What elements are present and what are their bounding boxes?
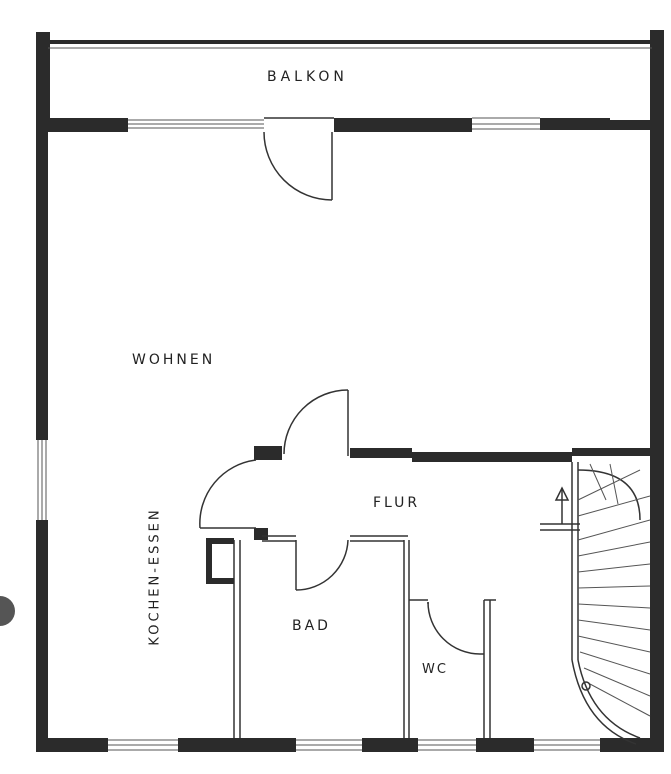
room-label-bad: BAD [292,618,331,634]
room-label-flur: FLUR [373,495,421,511]
interior-walls [206,446,650,738]
staircase [540,462,651,745]
room-label-wc: WC [422,662,448,677]
interior-doors [199,389,484,655]
scan-artifact [0,596,15,626]
room-label-kochen-essen: KOCHEN-ESSEN [147,507,163,646]
balcony-walls [36,30,664,132]
balcony-door [263,131,333,201]
outer-walls [36,118,664,752]
room-label-wohnen: WOHNEN [132,352,216,368]
room-label-balkon: BALKON [267,69,348,85]
windows [37,117,600,751]
